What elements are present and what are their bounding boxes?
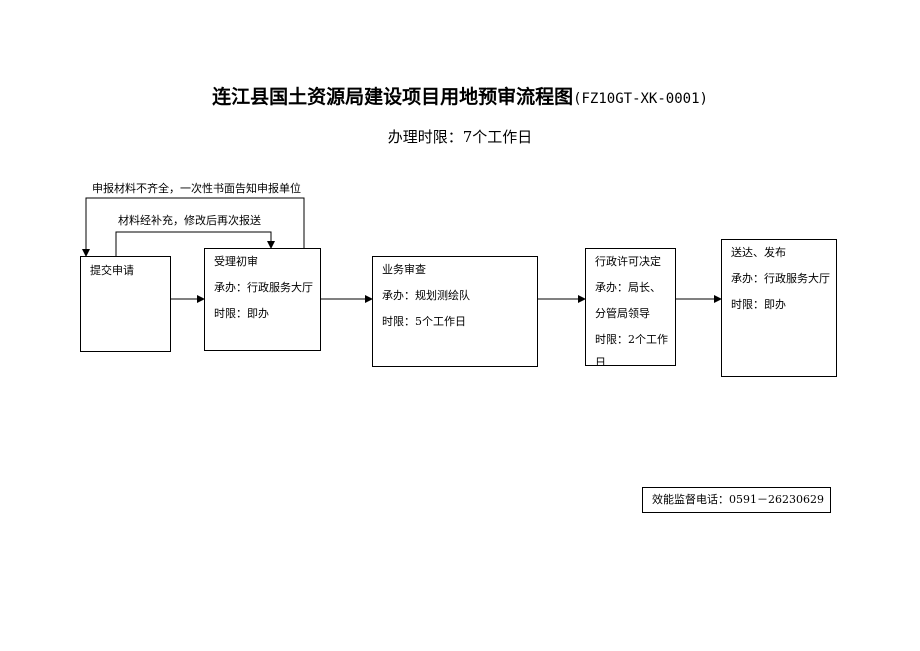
step-decision-handler: 承办：局长、	[595, 281, 661, 294]
step-submit-name: 提交申请	[90, 264, 134, 277]
resubmit-loop-arrow	[115, 231, 275, 256]
hotline-text: 效能监督电话：0591－26230629	[652, 493, 824, 506]
step-review-handler: 承办：规划测绘队	[382, 289, 470, 302]
time-limit-subtitle: 办理时限：7个工作日	[387, 128, 533, 146]
step-deliver-time: 时限：即办	[731, 298, 786, 311]
step-decision-handler-cont: 分管局领导	[595, 307, 650, 320]
resubmit-label: 材料经补充，修改后再次报送	[118, 214, 261, 227]
title-main: 连江县国土资源局建设项目用地预审流程图	[212, 86, 574, 108]
step-decision-time: 时限：2个工作	[595, 333, 668, 346]
hotline-box: 效能监督电话：0591－26230629	[642, 487, 831, 513]
step-submit-box: 提交申请	[80, 256, 171, 352]
step-accept-time: 时限：即办	[214, 307, 269, 320]
title-code: (FZ10GT-XK-0001)	[573, 91, 708, 107]
step-review-name: 业务审查	[382, 263, 426, 276]
page-title: 连江县国土资源局建设项目用地预审流程图(FZ10GT-XK-0001)	[0, 82, 920, 109]
step-accept-handler: 承办：行政服务大厅	[214, 281, 313, 294]
step-review-box: 业务审查 承办：规划测绘队 时限：5个工作日	[372, 256, 538, 367]
step-decision-name: 行政许可决定	[595, 255, 661, 268]
step-deliver-name: 送达、发布	[731, 246, 786, 259]
incomplete-notice-label: 申报材料不齐全，一次性书面告知申报单位	[92, 182, 301, 195]
step-review-time: 时限：5个工作日	[382, 315, 466, 328]
return-loop-arrow	[82, 197, 305, 257]
step-deliver-handler: 承办：行政服务大厅	[731, 272, 830, 285]
step-accept-name: 受理初审	[214, 255, 258, 268]
step-decision-box: 行政许可决定 承办：局长、 分管局领导 时限：2个工作 日	[585, 248, 676, 366]
step-deliver-box: 送达、发布 承办：行政服务大厅 时限：即办	[721, 239, 837, 377]
step-accept-box: 受理初审 承办：行政服务大厅 时限：即办	[204, 248, 321, 351]
step-decision-time-cut: 日	[595, 356, 606, 366]
